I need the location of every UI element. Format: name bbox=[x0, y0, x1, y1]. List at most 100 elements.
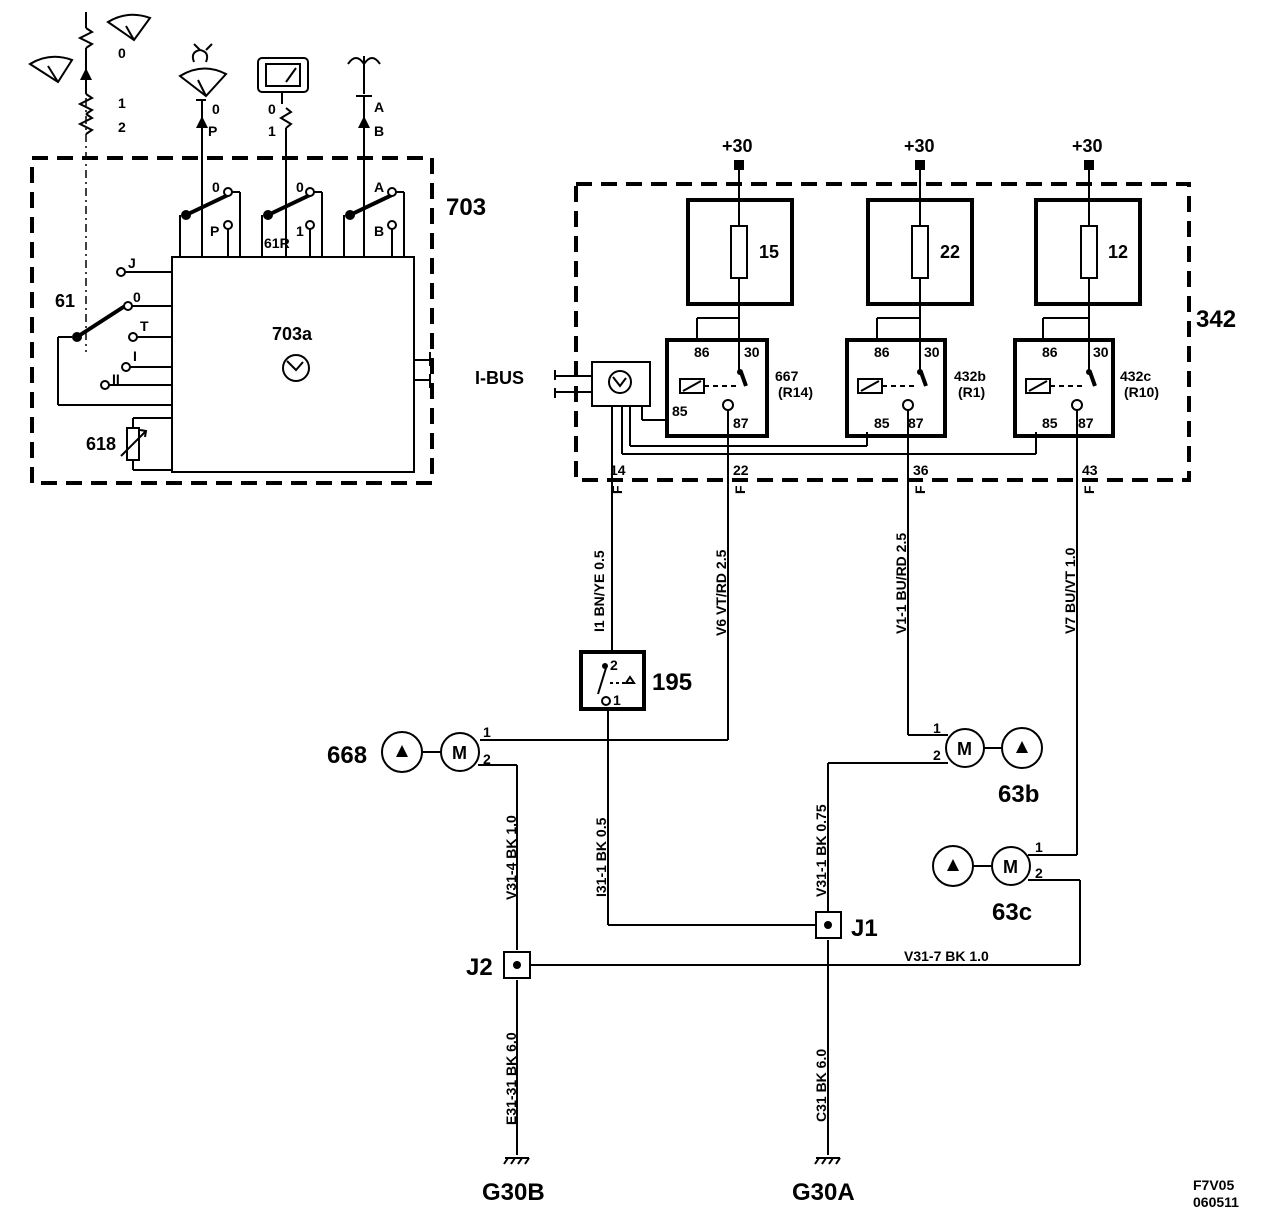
module-703a-box bbox=[171, 256, 415, 473]
relay-667-pin30: 30 bbox=[744, 344, 760, 360]
pin-14-f: F bbox=[609, 485, 625, 494]
relay-432c-pin30: 30 bbox=[1093, 344, 1109, 360]
motor-63c-pin1: 1 bbox=[1035, 839, 1043, 855]
switch-61-pos-t: T bbox=[140, 318, 149, 334]
switch-61-label: 61 bbox=[55, 291, 75, 311]
switch-61r-pos-1: 1 bbox=[296, 223, 304, 239]
wire-i1-label: I1 BN/YE 0.5 bbox=[591, 550, 607, 632]
motor-63c: M 1 2 63c bbox=[932, 839, 1043, 926]
fuse-12: 12 bbox=[1034, 198, 1142, 340]
wiper-pos-2: 2 bbox=[118, 119, 126, 135]
pump-icon bbox=[947, 859, 959, 871]
washer-icon bbox=[178, 43, 228, 98]
wiper-pos-1: 1 bbox=[118, 95, 126, 111]
relay-432c-pin87: 87 bbox=[1078, 415, 1094, 431]
horn-icon bbox=[347, 56, 381, 94]
motor-63b-m: M bbox=[957, 739, 972, 759]
relay-432b-pin87: 87 bbox=[908, 415, 924, 431]
ground-g30b: G30B bbox=[482, 1157, 545, 1206]
motor-63c-pin2: 2 bbox=[1035, 865, 1043, 881]
pin-43-f: F bbox=[1081, 485, 1097, 494]
supply-2: +30 bbox=[904, 136, 935, 200]
ibus-label: I-BUS bbox=[475, 368, 524, 388]
relay-432c: 86 30 85 87 432c (R10) bbox=[1013, 317, 1159, 438]
switch-195-pin2: 2 bbox=[610, 657, 618, 673]
junction-j1-label: J1 bbox=[851, 915, 878, 942]
switch-195-pin1: 1 bbox=[613, 692, 621, 708]
switch-61: 61 J 0 T I II bbox=[55, 80, 172, 406]
module-703-label: 703 bbox=[446, 194, 486, 221]
stalk-symbols: 0 1 2 0 P 0 1 bbox=[28, 12, 384, 257]
switch-p: 0 P bbox=[179, 179, 241, 257]
switch-61r-pos-0: 0 bbox=[296, 179, 304, 195]
supply-3-label: +30 bbox=[1072, 136, 1103, 156]
module-703: 703 703a 61 J 0 T I II bbox=[30, 80, 486, 485]
wire-i311-label: I31-1 BK 0.5 bbox=[593, 817, 609, 897]
horn-pos-a: A bbox=[374, 99, 384, 115]
fuse-12-label: 12 bbox=[1108, 242, 1128, 262]
relay-667-label: 667 bbox=[775, 368, 799, 384]
motor-668-label: 668 bbox=[327, 742, 367, 769]
switch-p-pos-0: 0 bbox=[212, 179, 220, 195]
wire-c31-label: C31 BK 6.0 bbox=[813, 1049, 829, 1122]
footer-code: F7V05 bbox=[1193, 1177, 1234, 1193]
pin-43: 43 bbox=[1082, 462, 1098, 478]
pin-22-f: F bbox=[732, 485, 748, 494]
ibus-module: I-BUS bbox=[475, 361, 1037, 480]
rear-pos-0: 0 bbox=[268, 101, 276, 117]
ground-g30a-label: G30A bbox=[792, 1179, 855, 1206]
relay-432c-pin86: 86 bbox=[1042, 344, 1058, 360]
relay-432b-ref: (R1) bbox=[958, 384, 985, 400]
wiring: I1 BN/YE 0.5 V6 VT/RD 2.5 V1-1 BU/RD 2.5… bbox=[478, 480, 1081, 1155]
switch-ab-pos-b: B bbox=[374, 223, 384, 239]
relay-667-pin85: 85 bbox=[672, 403, 688, 419]
supply-2-label: +30 bbox=[904, 136, 935, 156]
switch-61r: 0 61R 1 bbox=[261, 179, 323, 257]
switch-61-pos-j: J bbox=[128, 255, 136, 271]
switch-p-pos-p: P bbox=[210, 223, 219, 239]
wire-v317-label: V31-7 BK 1.0 bbox=[904, 948, 989, 964]
relay-667-ref: (R14) bbox=[778, 384, 813, 400]
horn-pos-b: B bbox=[374, 123, 384, 139]
wiper-pos-0: 0 bbox=[118, 45, 126, 61]
pin-36-f: F bbox=[912, 485, 928, 494]
wire-v314-label: V31-4 BK 1.0 bbox=[503, 815, 519, 900]
motor-63b: M 1 2 63b bbox=[933, 720, 1043, 808]
fuse-22-label: 22 bbox=[940, 242, 960, 262]
switch-61-pos-i: I bbox=[133, 348, 137, 364]
footer-date: 060511 bbox=[1193, 1194, 1239, 1210]
switch-ab-pos-a: A bbox=[374, 179, 384, 195]
motor-668-pin1: 1 bbox=[483, 724, 491, 740]
junction-j2-label: J2 bbox=[466, 954, 493, 981]
supply-1-label: +30 bbox=[722, 136, 753, 156]
wire-v6-label: V6 VT/RD 2.5 bbox=[713, 549, 729, 636]
pin-36: 36 bbox=[913, 462, 929, 478]
resistor-618: 618 bbox=[86, 417, 172, 471]
motor-63b-label: 63b bbox=[998, 781, 1039, 808]
pin-22: 22 bbox=[733, 462, 749, 478]
relay-667-pin87: 87 bbox=[733, 415, 749, 431]
motor-668-pin2: 2 bbox=[483, 751, 491, 767]
wire-v311-label: V31-1 BK 0.75 bbox=[813, 804, 829, 897]
wire-v11-label: V1-1 BU/RD 2.5 bbox=[893, 533, 909, 634]
wire-e3131-label: E31-31 BK 6.0 bbox=[503, 1032, 519, 1125]
junction-j2: J2 bbox=[466, 951, 531, 981]
fuse-15: 15 bbox=[686, 198, 794, 340]
relay-432b-pin30: 30 bbox=[924, 344, 940, 360]
motor-63b-pin2: 2 bbox=[933, 747, 941, 763]
switch-ab: A B bbox=[343, 179, 405, 257]
rear-window-icon bbox=[257, 57, 309, 93]
intermittent-wiper-icon bbox=[106, 13, 152, 42]
switch-61r-label: 61R bbox=[264, 235, 290, 251]
wire-v7-label: V7 BU/VT 1.0 bbox=[1062, 547, 1078, 634]
washer-pos-0: 0 bbox=[212, 101, 220, 117]
fuse-22: 22 bbox=[866, 198, 974, 340]
pin-14: 14 bbox=[610, 462, 626, 478]
fusebox-342-label: 342 bbox=[1196, 306, 1236, 333]
washer-pos-p: P bbox=[208, 123, 217, 139]
motor-63c-m: M bbox=[1003, 857, 1018, 877]
motor-63b-pin1: 1 bbox=[933, 720, 941, 736]
motor-668-m: M bbox=[452, 743, 467, 763]
pump-icon bbox=[396, 745, 408, 757]
